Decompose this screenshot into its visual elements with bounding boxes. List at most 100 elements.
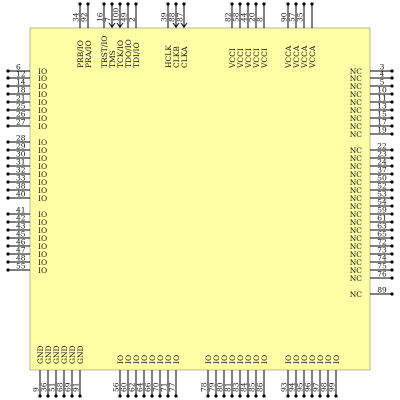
pin-dot — [390, 116, 394, 120]
pin-dot — [142, 394, 146, 398]
pin-dot — [254, 394, 258, 398]
pin-dot — [6, 100, 10, 104]
right-pin: 23 NC — [350, 150, 394, 163]
pin-number: 93 — [280, 382, 289, 392]
pin-number: 58 — [232, 12, 241, 22]
bottom-pin: 93 IO — [280, 355, 293, 398]
pin-dot — [118, 2, 122, 6]
top-pin: VCCA — [308, 2, 317, 69]
pin-number: 94 — [288, 382, 297, 392]
pin-dot — [6, 252, 10, 256]
pin-dot — [390, 228, 394, 232]
pin-number: 28 — [16, 134, 26, 143]
pin-number: 76 — [377, 270, 387, 279]
pin-dot — [174, 2, 178, 6]
pin-dot — [6, 180, 10, 184]
pin-dot — [230, 394, 234, 398]
pin-label: NC — [350, 290, 363, 299]
pin-number: 78 — [200, 382, 209, 392]
pin-label: IO — [292, 355, 301, 364]
pin-label: NC — [350, 210, 363, 219]
pin-number: 17 — [377, 118, 387, 127]
pin-number: 100 — [112, 7, 121, 22]
pin-label: NC — [350, 154, 363, 163]
right-pin: 50 NC — [350, 174, 394, 187]
pin-number: 55 — [16, 262, 26, 271]
pin-label: IO — [38, 106, 47, 115]
pin-label: NC — [350, 178, 363, 187]
pin-label: TRST/IO — [100, 36, 109, 68]
pin-label: IO — [38, 170, 47, 179]
pin-label: IO — [284, 355, 293, 364]
pin-dot — [174, 394, 178, 398]
pin-number: 33 — [16, 174, 26, 183]
pin-dot — [38, 394, 42, 398]
pin-label: NC — [350, 74, 363, 83]
pin-label: GND — [44, 345, 53, 364]
pin-dot — [390, 69, 394, 73]
pin-label: IO — [38, 250, 47, 259]
pin-dot — [246, 2, 250, 6]
pin-label: IO — [212, 355, 221, 364]
pin-number: 20 — [248, 12, 257, 22]
pin-label: VCCA — [284, 45, 293, 69]
pin-number: 80 — [216, 382, 225, 392]
pin-number: 62 — [128, 382, 137, 392]
pin-number: 37 — [377, 166, 387, 175]
bottom-pin-group: 9GND36GND51GND68GND69GND91GND56IO60IO62I… — [32, 345, 341, 398]
pin-number: 74 — [377, 254, 387, 263]
pin-label: IO — [220, 355, 229, 364]
pin-dot — [390, 236, 394, 240]
pin-dot — [238, 394, 242, 398]
pin-label: VCCI — [260, 48, 269, 69]
pin-dot — [390, 76, 394, 80]
pin-dot — [6, 172, 10, 176]
pin-dot — [390, 164, 394, 168]
pin-dot — [214, 394, 218, 398]
pin-number: 23 — [377, 150, 387, 159]
pin-number: 88 — [168, 12, 177, 22]
right-pin: 3NC — [350, 63, 394, 76]
pin-label: NC — [350, 274, 363, 283]
pin-number: 32 — [16, 166, 26, 175]
pin-number: 5 — [380, 78, 385, 87]
bottom-pin: 80 IO — [216, 355, 229, 398]
pin-number: 75 — [377, 262, 387, 271]
pin-dot — [238, 2, 242, 6]
pin-number: 14 — [16, 78, 26, 87]
pin-number: 54 — [377, 198, 387, 207]
pin-dot — [206, 394, 210, 398]
pin-dot — [6, 156, 10, 160]
pin-dot — [390, 204, 394, 208]
pin-dot — [46, 394, 50, 398]
pin-label: TDO/IO — [124, 39, 133, 68]
pin-label: VCCA — [300, 45, 309, 69]
pin-number: 50 — [377, 174, 387, 183]
pin-number: 40 — [16, 190, 26, 199]
pin-number: 60 — [120, 382, 129, 392]
